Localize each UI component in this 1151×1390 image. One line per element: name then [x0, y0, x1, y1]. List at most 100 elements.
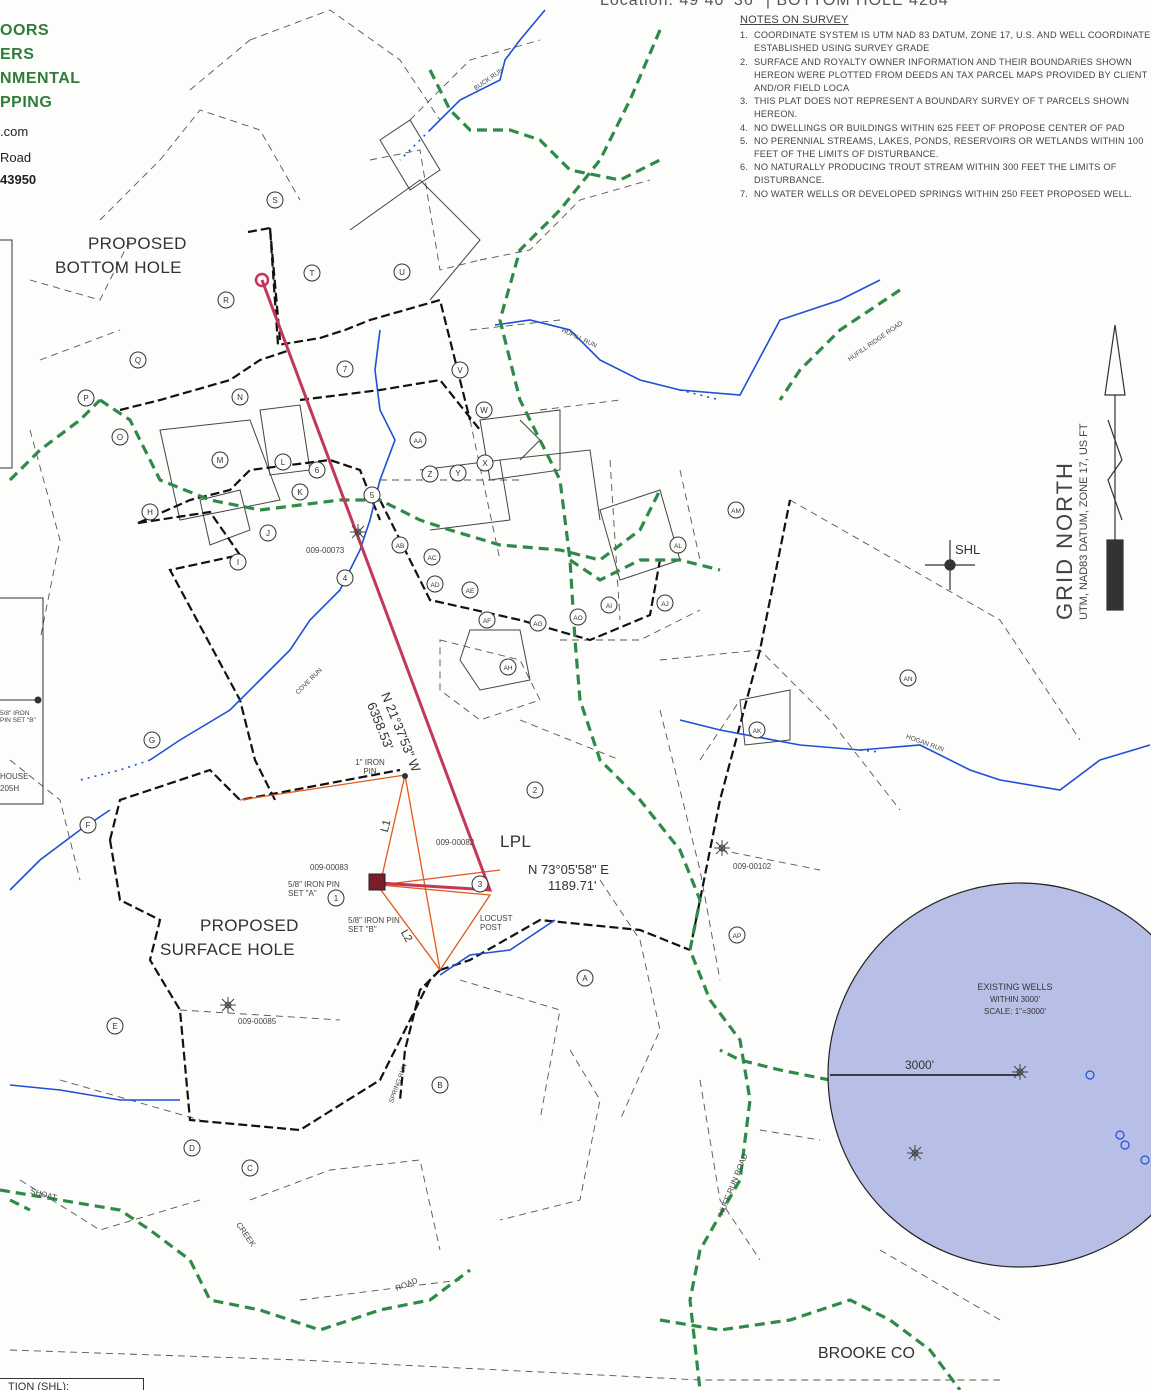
parcel-marker-af: AF	[478, 611, 496, 629]
roads	[0, 29, 962, 1390]
parcel-label: K	[297, 488, 303, 497]
parcel-label: O	[117, 433, 123, 442]
parcel-marker-ad: AD	[426, 575, 444, 593]
parcel-circle	[431, 1076, 449, 1094]
parcel-label: M	[217, 456, 224, 465]
lateral-bearing-label: N 73°05'58" E	[528, 862, 609, 877]
parcel-marker-y: Y	[449, 464, 467, 482]
parcel-label: Z	[428, 470, 433, 479]
parcel-marker-ah: AH	[499, 658, 517, 676]
parcel-label: AJ	[661, 601, 669, 608]
parcel-circle	[336, 569, 354, 587]
parcel-label: AI	[606, 603, 612, 610]
parcel-marker-s: S	[266, 191, 284, 209]
parcel-circle	[229, 553, 247, 571]
parcel-circle	[669, 536, 687, 554]
parcel-label: C	[247, 1164, 253, 1173]
lateral-distance-label: 1189.71'	[548, 878, 597, 893]
proposed-bottom-hole-label-1: PROPOSED	[88, 234, 187, 253]
grid-north-datum: UTM, NAD83 DATUM, ZONE 17, US FT	[1078, 423, 1090, 620]
parcel-circle	[478, 611, 496, 629]
parcel-marker-f: F	[79, 816, 97, 834]
parcel-label: Y	[455, 469, 461, 478]
note-item: 4.NO DWELLINGS OR BUILDINGS WITHIN 625 F…	[740, 122, 1125, 133]
parcel-marker-x: X	[476, 454, 494, 472]
note-item: 3.THIS PLAT DOES NOT REPRESENT A BOUNDAR…	[740, 96, 1130, 120]
parcel-circle	[529, 614, 547, 632]
parcel-marker-g: G	[143, 731, 161, 749]
parcel-marker-q: Q	[129, 351, 147, 369]
parcel-marker-ac: AC	[423, 548, 441, 566]
note-item: 2.SURFACE AND ROYALTY OWNER INFORMATION …	[740, 56, 1148, 94]
proposed-surface-hole-label-1: PROPOSED	[200, 916, 299, 935]
well-id-label: 009-00083	[310, 863, 349, 872]
parcel-circle	[656, 594, 674, 612]
parcel-label: AH	[503, 665, 512, 672]
parcel-label: B	[437, 1081, 442, 1090]
existing-wells-subtitle: WITHIN 3000'	[990, 995, 1040, 1004]
parcel-label: V	[457, 366, 463, 375]
parcel-label: A	[582, 974, 588, 983]
left-house-id: 205H	[0, 784, 20, 793]
parcel-marker-j: J	[259, 524, 277, 542]
parcel-marker-ap: AP	[728, 926, 746, 944]
parcel-marker-6: 6	[308, 461, 326, 479]
parcel-marker-7: 7	[336, 360, 354, 378]
parcel-circle	[363, 486, 381, 504]
parcel-marker-an: AN	[899, 669, 917, 687]
parcel-marker-al: AL	[669, 536, 687, 554]
parcel-solid-lines	[159, 119, 791, 746]
brand-line-3: NMENTAL	[0, 70, 81, 87]
parcel-label: I	[237, 558, 239, 567]
parcel-circle	[899, 669, 917, 687]
left-iron-pin-label: 5/8" IRON PIN SET "B"	[0, 710, 36, 724]
parcel-label: 2	[533, 786, 538, 795]
parcel-marker-w: W	[475, 401, 493, 419]
parcel-circle	[231, 388, 249, 406]
parcel-label: J	[266, 529, 270, 538]
parcel-label: AP	[733, 933, 742, 940]
parcel-marker-3: 3	[471, 875, 489, 893]
parcel-label: AE	[466, 588, 475, 595]
parcel-marker-e: E	[106, 1017, 124, 1035]
parcel-label: AF	[483, 618, 491, 625]
grid-north-title: GRID NORTH	[1052, 461, 1077, 620]
parcel-label: 7	[343, 365, 348, 374]
parcel-label: 6	[315, 466, 320, 475]
parcel-label: AK	[753, 728, 762, 735]
parcel-circle	[79, 816, 97, 834]
note-item: 5.NO PERENNIAL STREAMS, LAKES, PONDS, RE…	[740, 135, 1144, 160]
stream-dotted	[79, 129, 881, 781]
parcel-label: 4	[343, 574, 348, 583]
existing-wells-scale: SCALE: 1"=3000'	[984, 1007, 1046, 1016]
radius-label: 3000'	[905, 1058, 934, 1072]
county-label: BROOKE CO	[818, 1345, 915, 1362]
proposed-surface-hole-label-2: SURFACE HOLE	[160, 940, 295, 959]
parcel-label: AM	[731, 508, 741, 515]
parcel-circle	[423, 548, 441, 566]
parcel-label: H	[147, 508, 153, 517]
parcel-circle	[393, 263, 411, 281]
lpl-label: LPL	[500, 832, 532, 851]
shl-location-box: TION (SHL):	[0, 1378, 144, 1390]
parcel-circle	[303, 264, 321, 282]
parcel-circle	[409, 431, 427, 449]
parcel-label: 5	[370, 491, 375, 500]
parcel-label: W	[480, 406, 488, 415]
parcel-marker-am: AM	[727, 501, 745, 519]
parcel-label: AN	[903, 676, 912, 683]
parcel-marker-o: O	[111, 428, 129, 446]
parcel-marker-a: A	[576, 969, 594, 987]
parcel-label: L	[281, 458, 286, 467]
parcel-marker-4: 4	[336, 569, 354, 587]
parcel-circle	[211, 451, 229, 469]
parcel-marker-2: 2	[526, 781, 544, 799]
parcel-label: AG	[533, 621, 542, 628]
parcel-circle	[476, 454, 494, 472]
parcel-label: R	[223, 296, 229, 305]
unit-boundary	[108, 226, 792, 1132]
contact-web: .com	[0, 124, 29, 139]
existing-wells-title: EXISTING WELLS	[977, 982, 1053, 992]
parcel-marker-h: H	[141, 503, 159, 521]
parcel-marker-b: B	[431, 1076, 449, 1094]
